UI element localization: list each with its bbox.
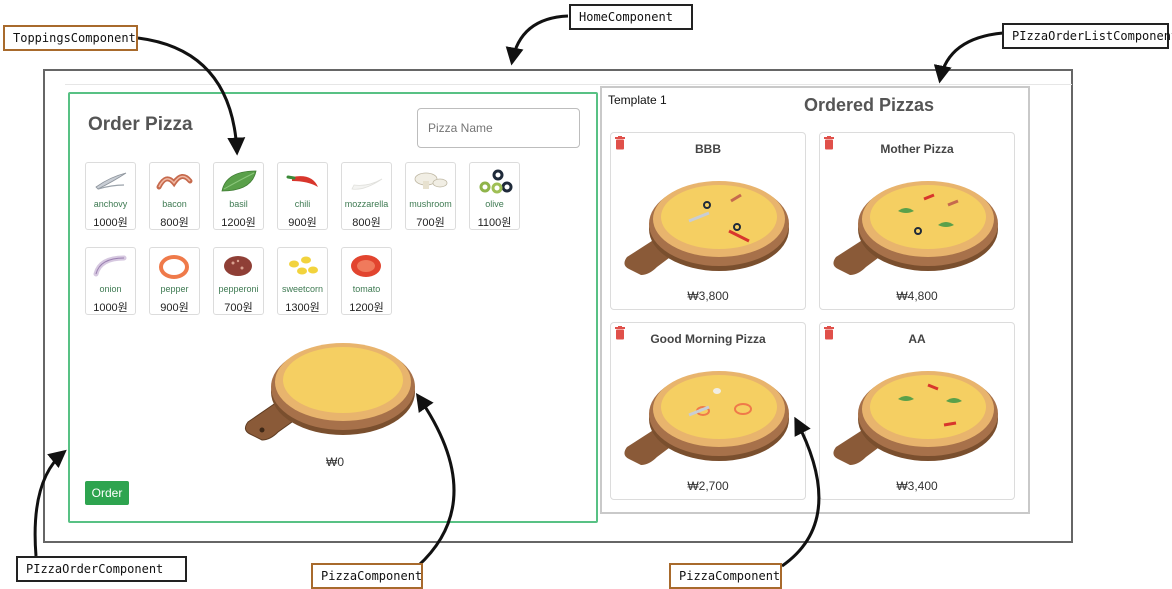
ordered-pizza-name: Mother Pizza: [880, 142, 954, 156]
topping-name: tomato: [352, 284, 381, 294]
topping-price: 1200원: [221, 217, 256, 229]
ordered-pizza-card: AA ₩3,400: [819, 322, 1015, 500]
chili-icon: [286, 175, 318, 187]
topping-basil[interactable]: basil 1200원: [213, 162, 264, 230]
arrow-pizza-order: [33, 449, 67, 557]
ordered-pizzas-title: Ordered Pizzas: [804, 95, 935, 115]
topping-pepper[interactable]: pepper 900원: [149, 247, 200, 315]
pepper-icon: [159, 255, 189, 279]
topping-price: 800원: [160, 217, 189, 229]
sweetcorn-icon: [289, 256, 318, 275]
topping-name: onion: [99, 284, 122, 294]
topping-chili[interactable]: chili 900원: [277, 162, 328, 230]
label-pizza-order-component: PIzzaOrderComponent: [16, 556, 187, 582]
topping-tomato[interactable]: tomato 1200원: [341, 247, 392, 315]
topping-name: chili: [294, 199, 311, 209]
ordered-pizza-card: BBB ₩3,800: [610, 132, 806, 310]
trash-icon[interactable]: [823, 326, 835, 340]
pizza-preview: [244, 343, 415, 441]
topping-sweetcorn[interactable]: sweetcorn 1300원: [277, 247, 328, 315]
topping-onion[interactable]: onion 1000원: [85, 247, 136, 315]
topping-price: 1200원: [349, 302, 384, 314]
arrow-toppings: [137, 36, 246, 156]
pizza-image: [833, 181, 998, 275]
topping-price: 700원: [416, 217, 445, 229]
pizza-image: [624, 371, 789, 465]
topping-mushroom[interactable]: mushroom 700원: [405, 162, 456, 230]
pizza-image: [833, 371, 998, 465]
home-component-frame: [43, 69, 1073, 543]
mushroom-icon: [414, 172, 448, 189]
ordered-pizza-name: Good Morning Pizza: [650, 332, 766, 346]
topping-pepperoni[interactable]: pepperoni 700원: [213, 247, 264, 315]
pizza-order-list-panel: [600, 86, 1030, 514]
olive-icon: [479, 169, 513, 194]
header-divider: [65, 84, 1072, 85]
topping-name: mushroom: [409, 199, 452, 209]
ordered-pizza-name: BBB: [695, 142, 721, 156]
topping-olive[interactable]: olive 1100원: [469, 162, 520, 230]
arrow-pizza-left: [415, 393, 456, 568]
topping-price: 700원: [224, 302, 253, 314]
pepperoni-icon: [224, 256, 252, 276]
label-toppings-component: ToppingsComponent: [3, 25, 138, 51]
arrow-order-list: [933, 31, 1004, 84]
topping-name: olive: [485, 199, 504, 209]
pizza-image: [624, 181, 789, 275]
ordered-pizza-card: Mother Pizza ₩4,800: [819, 132, 1015, 310]
topping-price: 800원: [352, 217, 381, 229]
topping-name: mozzarella: [344, 199, 389, 209]
ordered-pizza-price: ₩3,800: [687, 289, 729, 303]
anchovy-icon: [95, 172, 127, 190]
ordered-pizza-price: ₩3,400: [896, 479, 938, 493]
topping-bacon[interactable]: bacon 800원: [149, 162, 200, 230]
label-pizza-component-right: PizzaComponent: [669, 563, 782, 589]
trash-icon[interactable]: [823, 136, 835, 150]
label-pizza-order-list-component: PIzzaOrderListComponent: [1002, 23, 1172, 49]
topping-price: 900원: [288, 217, 317, 229]
topping-price: 1000원: [93, 217, 128, 229]
order-pizza-title: Order Pizza: [88, 114, 193, 135]
topping-price: 1000원: [93, 302, 128, 314]
pizza-order-panel: [68, 92, 598, 523]
topping-price: 900원: [160, 302, 189, 314]
topping-anchovy[interactable]: anchovy 1000원: [85, 162, 136, 230]
topping-mozzarella[interactable]: mozzarella 800원: [341, 162, 392, 230]
basil-icon: [221, 170, 257, 192]
trash-icon[interactable]: [614, 326, 626, 340]
label-pizza-component-left: PizzaComponent: [311, 563, 423, 589]
topping-price: 1300원: [285, 302, 320, 314]
order-button[interactable]: Order: [85, 481, 129, 505]
ordered-pizza-card: Good Morning Pizza ₩2,700: [610, 322, 806, 500]
trash-icon[interactable]: [614, 136, 626, 150]
topping-price: 1100원: [477, 217, 512, 229]
pizza-total-price: ₩0: [326, 455, 344, 469]
ordered-pizza-name: AA: [908, 332, 926, 346]
topping-name: bacon: [162, 199, 187, 209]
ordered-pizza-price: ₩2,700: [687, 479, 729, 493]
topping-name: pepperoni: [218, 284, 259, 294]
topping-name: sweetcorn: [281, 284, 324, 294]
arrow-home: [505, 14, 569, 66]
bacon-icon: [156, 174, 193, 190]
pizza-name-input[interactable]: [417, 108, 580, 148]
onion-icon: [93, 255, 127, 277]
topping-name: basil: [229, 199, 248, 209]
topping-name: anchovy: [93, 199, 128, 209]
topping-name: pepper: [160, 284, 189, 294]
arrow-pizza-right: [781, 416, 821, 568]
tomato-icon: [351, 255, 381, 277]
mozzarella-icon: [351, 178, 383, 190]
label-home-component: HomeComponent: [569, 4, 693, 30]
ordered-pizza-price: ₩4,800: [896, 289, 938, 303]
template-label: Template 1: [608, 93, 667, 107]
